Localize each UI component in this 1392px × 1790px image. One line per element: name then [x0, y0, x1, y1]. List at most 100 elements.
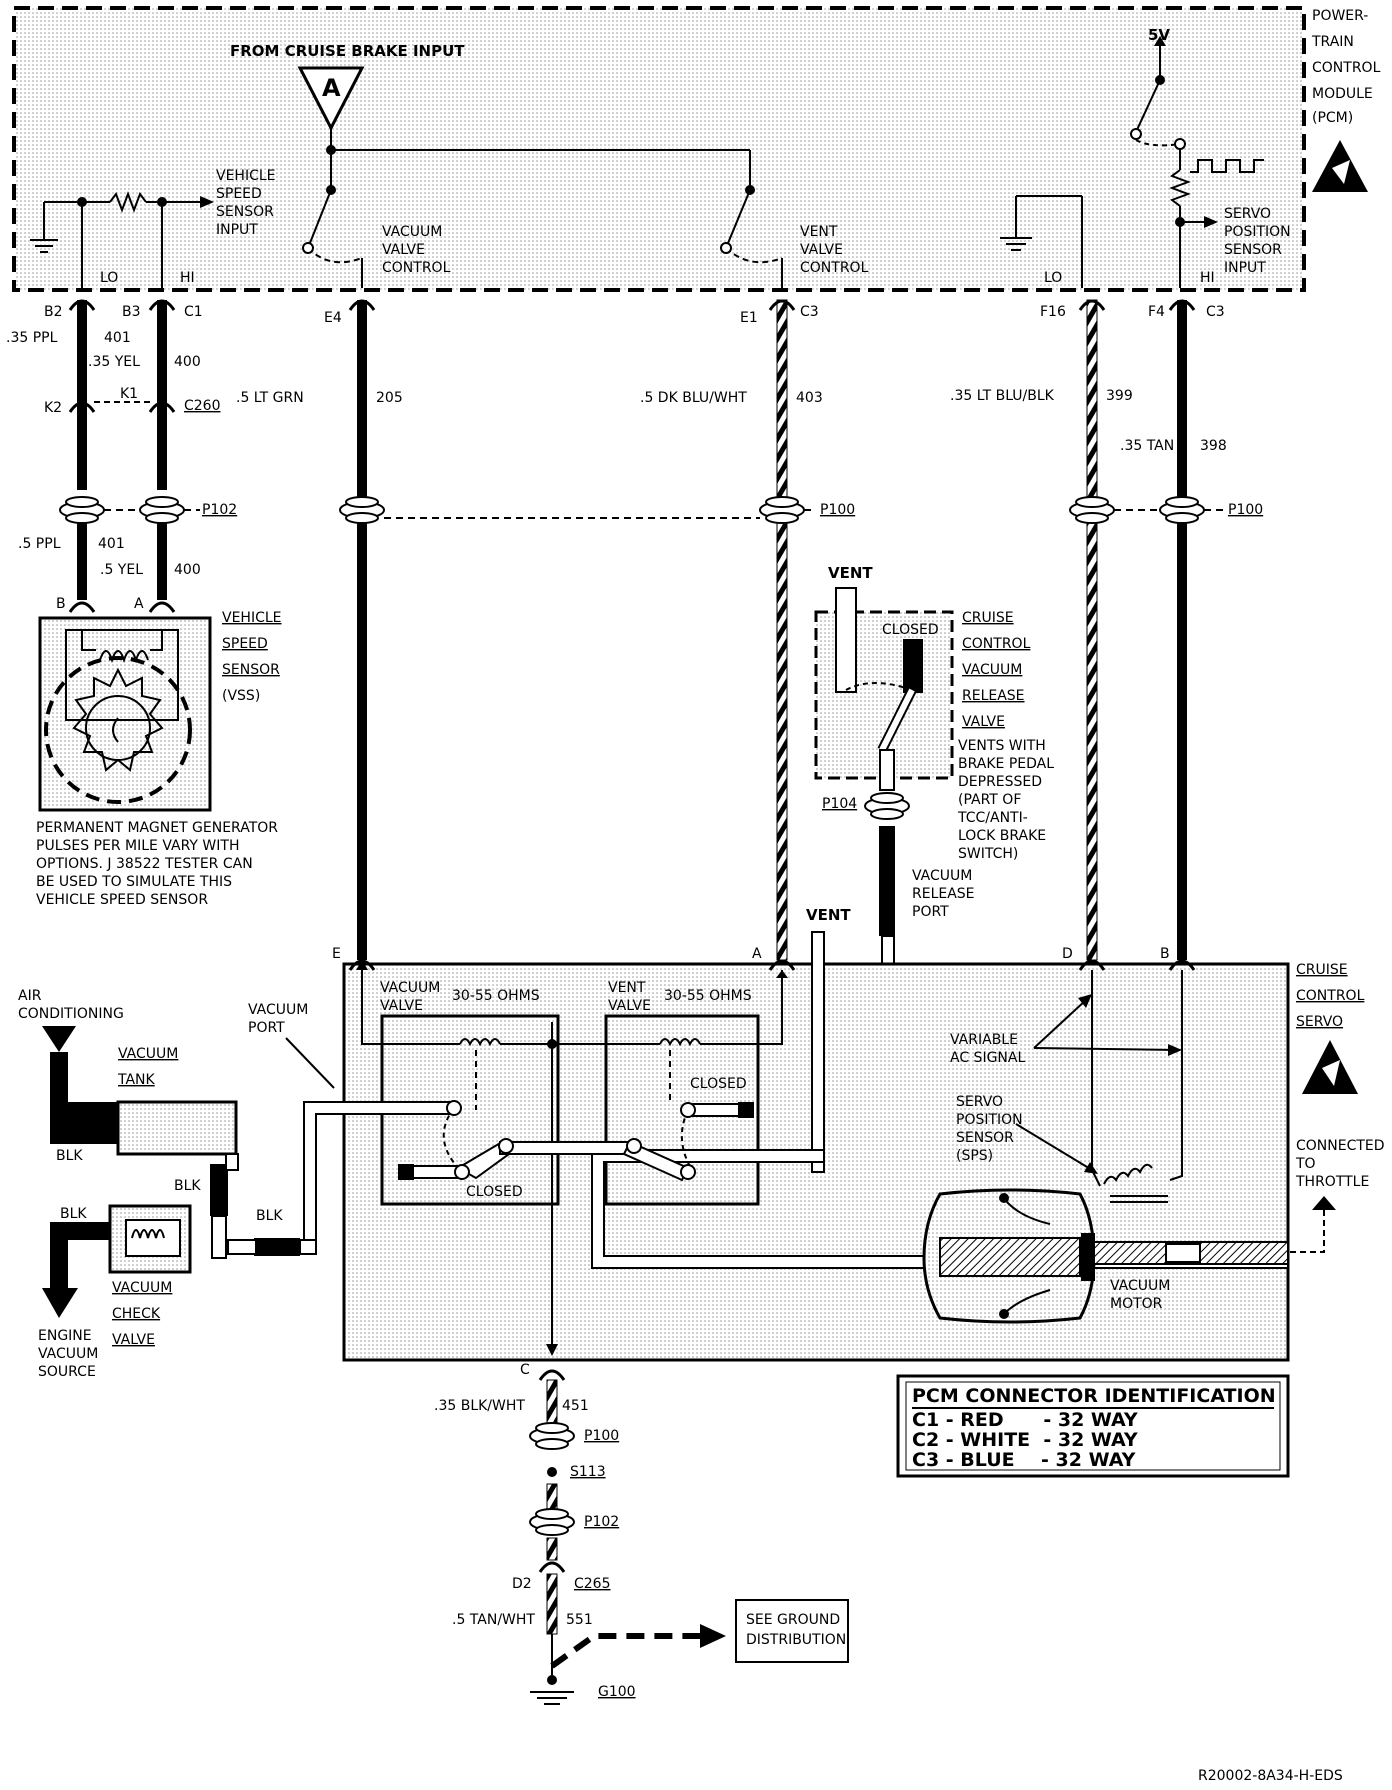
vent-valve-control-label: VENT VALVE CONTROL [800, 224, 869, 276]
servo-vent-tube [811, 931, 825, 1173]
connector-c265 [538, 1561, 566, 1573]
hi-label: HI [180, 270, 195, 286]
servo-vent-label: VENT [806, 906, 851, 924]
svg-text:(VSS): (VSS) [222, 688, 260, 704]
svg-text:SENSOR: SENSOR [216, 204, 274, 220]
svg-text:POWER-: POWER- [1312, 8, 1368, 24]
wire-labels-top: .35 PPL 401 .35 YEL 400 .5 LT GRN 205 .5… [6, 330, 1227, 454]
connector-p104-label: P104 [822, 796, 857, 812]
svg-text:TANK: TANK [117, 1072, 156, 1088]
svg-text:RELEASE: RELEASE [962, 688, 1025, 704]
pcm-table-row: C2 - WHITE - 32 WAY [912, 1429, 1138, 1451]
svg-text:BRAKE PEDAL: BRAKE PEDAL [958, 756, 1054, 772]
svg-text:VACUUM: VACUUM [962, 662, 1022, 678]
vss-terminals [68, 601, 176, 613]
svg-text:D: D [1062, 946, 1073, 962]
svg-text:CHECK: CHECK [112, 1306, 161, 1322]
svg-text:SWITCH): SWITCH) [958, 846, 1018, 862]
vacuum-valve-control-label: VACUUM VALVE CONTROL [382, 224, 451, 276]
svg-text:AIR: AIR [18, 988, 42, 1004]
svg-text:POSITION: POSITION [956, 1112, 1023, 1128]
svg-text:B: B [1160, 946, 1170, 962]
servo-input-label: SERVO POSITION SENSOR INPUT [1224, 206, 1291, 276]
wire-label: .5 PPL [18, 536, 61, 552]
release-valve-label: CRUISE CONTROL VACUUM RELEASE VALVE [962, 610, 1031, 730]
terminal-c-connector [538, 1369, 566, 1381]
svg-text:400: 400 [174, 354, 201, 370]
svg-text:CONTROL: CONTROL [382, 260, 451, 276]
vacuum-port-label: VACUUM PORT [248, 1002, 308, 1036]
svg-text:VENT: VENT [800, 224, 838, 240]
vacuum-motor-piston [939, 1195, 1289, 1317]
connector-p102-label: P102 [584, 1514, 619, 1530]
svg-text:VEHICLE: VEHICLE [216, 168, 276, 184]
engine-vacuum-label: ENGINE VACUUM SOURCE [38, 1328, 98, 1380]
svg-text:C1: C1 [184, 304, 203, 320]
svg-text:VACUUM: VACUUM [248, 1002, 308, 1018]
wire-551 [546, 1573, 558, 1635]
svg-text:VEHICLE SPEED SENSOR: VEHICLE SPEED SENSOR [36, 892, 208, 908]
svg-text:CONTROL: CONTROL [800, 260, 869, 276]
svg-text:CONDITIONING: CONDITIONING [18, 1006, 124, 1022]
ac-arrow-icon [42, 1026, 76, 1052]
release-valve-note: VENTS WITH BRAKE PEDAL DEPRESSED (PART O… [957, 738, 1054, 862]
closed-label: CLOSED [466, 1184, 523, 1200]
vent-valve-label: VENT [608, 980, 646, 996]
svg-text:VEHICLE: VEHICLE [222, 610, 282, 626]
svg-text:VACUUM: VACUUM [1110, 1278, 1170, 1294]
vss-generator [44, 629, 192, 804]
ground-g100-label: G100 [598, 1684, 636, 1700]
ground-reference-line [550, 1633, 700, 1669]
svg-text:.5 DK BLU/WHT: .5 DK BLU/WHT [640, 390, 747, 406]
blk-label: BLK [60, 1206, 87, 1222]
pcm-terminals [68, 299, 1196, 311]
svg-text:ENGINE: ENGINE [38, 1328, 92, 1344]
svg-text:E4: E4 [324, 310, 342, 326]
blk-label: BLK [174, 1178, 201, 1194]
vss-label: VEHICLE SPEED SENSOR (VSS) [222, 610, 282, 704]
svg-text:PULSES PER MILE VARY WITH: PULSES PER MILE VARY WITH [36, 838, 239, 854]
terminal-a: A [134, 596, 144, 612]
wire-label: .5 YEL [100, 562, 143, 578]
release-valve-mech [835, 587, 923, 791]
vacuum-valve-label: VALVE [380, 998, 423, 1014]
svg-text:CRUISE: CRUISE [962, 610, 1014, 626]
svg-text:SERVO: SERVO [1224, 206, 1271, 222]
brake-input-marker-label: A [322, 74, 341, 102]
vacuum-motor-label: VACUUM MOTOR [1110, 1278, 1170, 1312]
svg-text:MOTOR: MOTOR [1110, 1296, 1163, 1312]
see-ground-text: DISTRIBUTION [746, 1632, 846, 1648]
svg-text:DEPRESSED: DEPRESSED [958, 774, 1042, 790]
svg-text:403: 403 [796, 390, 823, 406]
ground-reference-arrow-icon [700, 1624, 726, 1648]
connector-p100-label: P100 [820, 502, 855, 518]
svg-text:.35 PPL: .35 PPL [6, 330, 58, 346]
brake-input-marker [297, 66, 365, 132]
voltage-label: 5V [1148, 26, 1170, 44]
svg-text:205: 205 [376, 390, 403, 406]
throttle-arrow-icon [1312, 1196, 1336, 1210]
blk-label: BLK [256, 1208, 283, 1224]
svg-text:TRAIN: TRAIN [1311, 34, 1354, 50]
wire-205 [357, 300, 367, 960]
svg-text:VALVE: VALVE [800, 242, 843, 258]
svg-text:SERVO: SERVO [956, 1094, 1003, 1110]
svg-text:A: A [752, 946, 762, 962]
svg-text:SPEED: SPEED [222, 636, 268, 652]
svg-text:398: 398 [1200, 438, 1227, 454]
svg-text:.35 LT BLU/BLK: .35 LT BLU/BLK [950, 388, 1055, 404]
pcm-connector-table: PCM CONNECTOR IDENTIFICATION C1 - RED - … [896, 1374, 1290, 1478]
pcm-table-row: C1 - RED - 32 WAY [912, 1409, 1138, 1431]
see-ground-box [735, 1599, 849, 1663]
lo-label: LO [100, 270, 118, 286]
terminal-c: C [520, 1362, 530, 1378]
svg-text:INPUT: INPUT [1224, 260, 1266, 276]
vacuum-lines [211, 1153, 317, 1259]
svg-text:C3: C3 [1206, 304, 1225, 320]
svg-text:PORT: PORT [912, 904, 949, 920]
pcm-table-row: C3 - BLUE - 32 WAY [912, 1449, 1136, 1471]
svg-text:VACUUM: VACUUM [912, 868, 972, 884]
svg-text:PORT: PORT [248, 1020, 285, 1036]
ohms-label: 30-55 OHMS [664, 988, 752, 1004]
svg-text:SERVO: SERVO [1296, 1014, 1343, 1030]
